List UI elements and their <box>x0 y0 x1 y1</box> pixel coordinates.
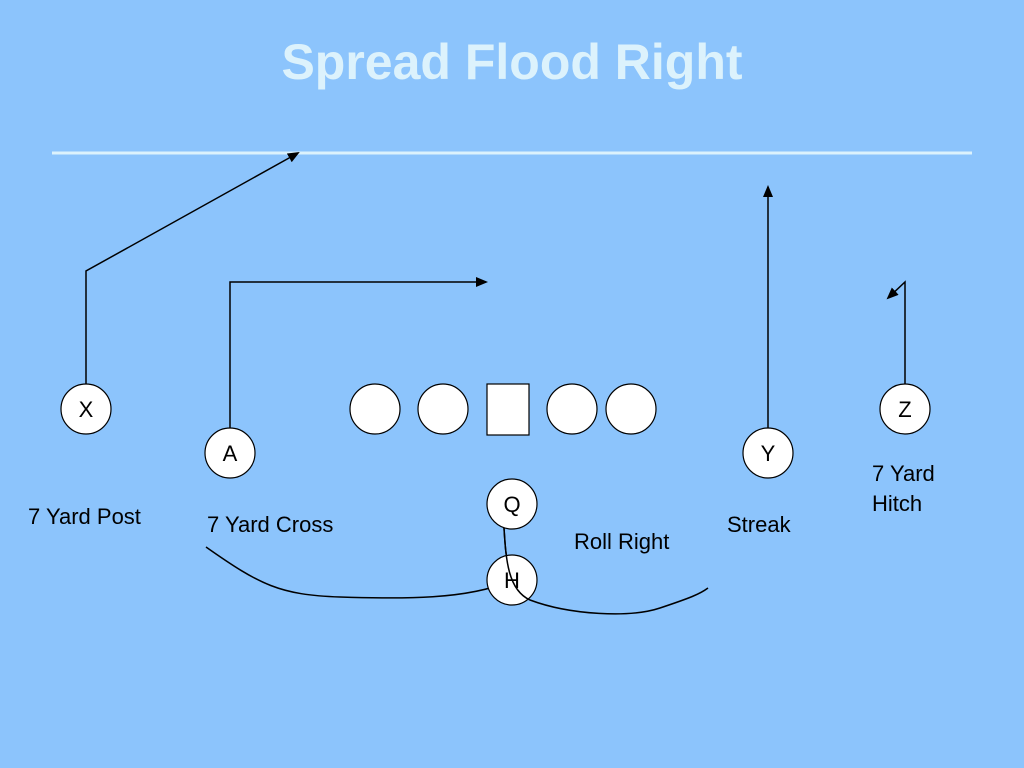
player-a: A <box>204 427 256 479</box>
q-route-label: Roll Right <box>574 529 670 554</box>
z-route-label-line1: 7 Yard <box>872 461 935 486</box>
slide-title: Spread Flood Right <box>281 34 743 90</box>
player-q-label: Q <box>503 492 520 517</box>
right-tackle-icon <box>605 383 657 435</box>
right-guard-icon <box>546 383 598 435</box>
left-tackle-icon <box>349 383 401 435</box>
y-route-label: Streak <box>727 512 791 537</box>
player-a-label: A <box>223 441 238 466</box>
a-route-label: 7 Yard Cross <box>207 512 334 537</box>
player-y-label: Y <box>761 441 776 466</box>
circle-icon <box>486 478 538 530</box>
player-q: Q <box>486 478 538 530</box>
circle-icon <box>879 383 931 435</box>
z-hitch-route <box>886 280 906 384</box>
left-guard-icon <box>417 383 469 435</box>
circle-icon <box>204 427 256 479</box>
circle-icon <box>742 427 794 479</box>
a-motion-curve <box>205 546 513 599</box>
player-y: Y <box>742 427 794 479</box>
player-z-label: Z <box>898 397 911 422</box>
player-x: X <box>60 383 112 435</box>
z-route-label-line2: Hitch <box>872 491 923 516</box>
circle-icon <box>60 383 112 435</box>
q-path-over-h <box>503 527 531 601</box>
x-route-label: 7 Yard Post <box>28 504 141 529</box>
player-z: Z <box>879 383 931 435</box>
center-square-icon <box>486 383 530 436</box>
a-cross-route <box>229 277 488 428</box>
player-x-label: X <box>79 397 94 422</box>
x-post-route <box>85 152 300 384</box>
